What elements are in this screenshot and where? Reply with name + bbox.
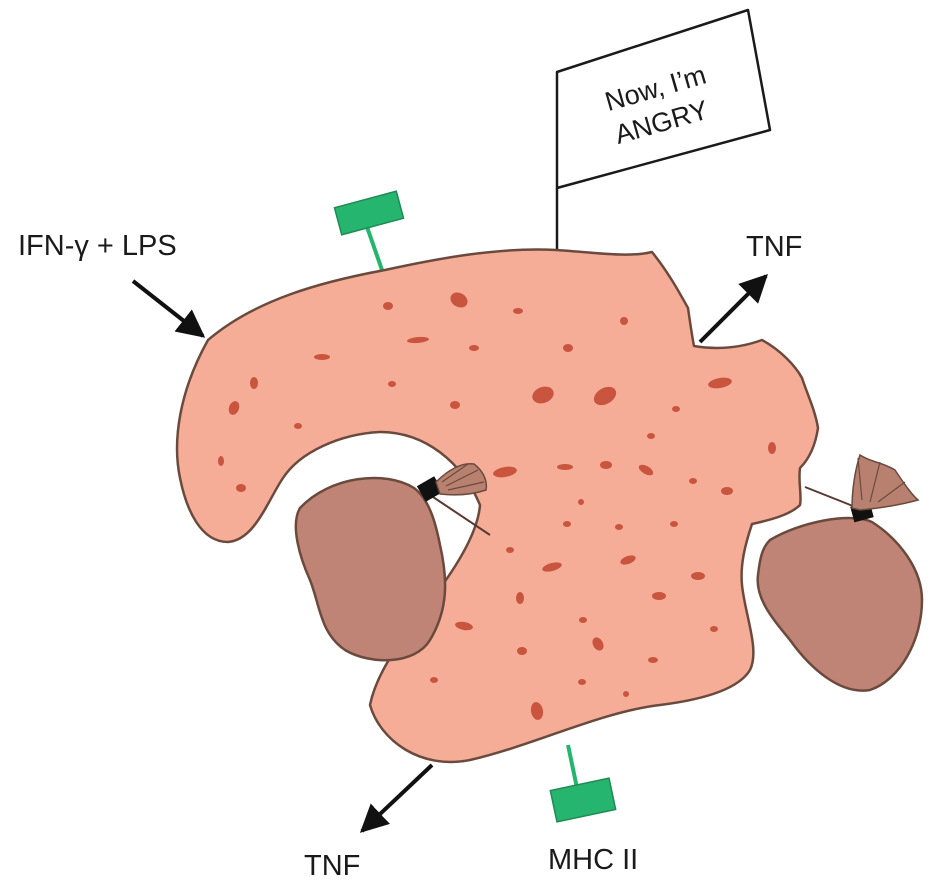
granules bbox=[218, 292, 776, 720]
mhc-receptor-top-icon bbox=[333, 190, 405, 271]
bacterium-right-icon bbox=[756, 453, 924, 692]
flag-icon: Now, I’m ANGRY bbox=[555, 8, 772, 250]
tnf-bottom-arrow-icon bbox=[359, 763, 434, 833]
stimulus-arrow-icon bbox=[131, 279, 206, 338]
stimulus-label: IFN-γ + LPS bbox=[18, 230, 177, 262]
tnf-right-label: TNF bbox=[746, 231, 802, 263]
mhc-label: MHC II bbox=[548, 844, 638, 876]
bacterium-left-icon bbox=[294, 462, 491, 662]
macrophage-cell bbox=[175, 248, 820, 764]
mhc-receptor-bottom-icon bbox=[549, 744, 617, 823]
tnf-bottom-label: TNF bbox=[304, 850, 360, 882]
tnf-right-arrow-icon bbox=[698, 274, 768, 344]
